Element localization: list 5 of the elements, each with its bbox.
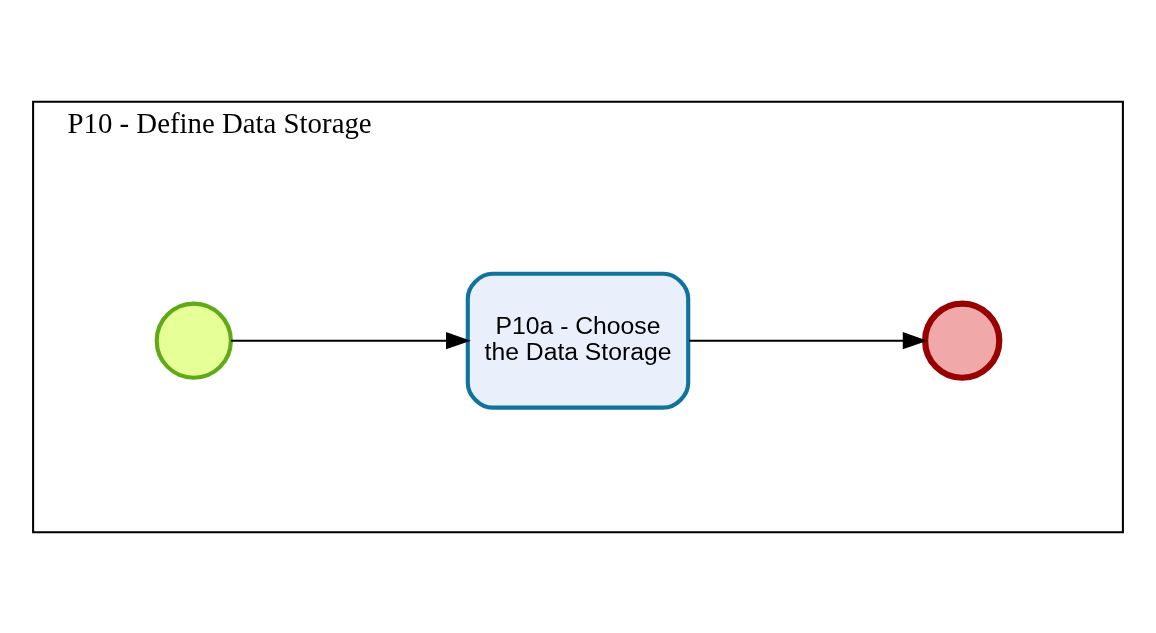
arrow (689, 331, 928, 349)
node-box: P10a - Choose the Data Storage (465, 271, 691, 410)
node-circle (922, 300, 1003, 381)
arrow (230, 331, 471, 349)
node-circle (154, 301, 233, 380)
